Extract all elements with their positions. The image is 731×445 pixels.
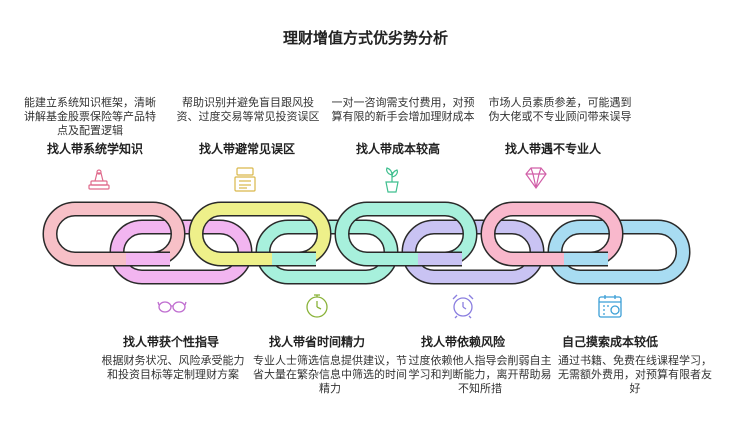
glasses-icon <box>157 301 187 313</box>
bottom-desc-2: 专业人士筛选信息提供建议，节省大量在繁杂信息中筛选的时间精力 <box>253 354 407 395</box>
diamond-icon <box>525 167 547 190</box>
bottom-heading-3: 找人带依赖风险 <box>420 335 505 349</box>
potted-plant-icon <box>385 167 399 193</box>
top-heading-1: 找人带系统学知识 <box>46 142 143 156</box>
bottom-desc-1: 根据财务状况、风险承受能力和投资目标等定制理财方案 <box>101 354 245 381</box>
calendar-money-icon <box>598 295 622 318</box>
book-stack-icon <box>88 169 110 190</box>
bottom-heading-2: 找人带省时间精力 <box>268 335 365 349</box>
top-desc-1: 能建立系统知识框架，清晰讲解基金股票保险等产品特点及配置逻辑 <box>24 96 156 137</box>
top-desc-3: 一对一咨询需支付费用，对预算有限的新手会增加理财成本 <box>331 96 475 123</box>
bottom-desc-4: 通过书籍、免费在线课程学习，无需额外费用，对预算有限者友好 <box>558 354 712 395</box>
top-heading-4: 找人带遇不专业人 <box>504 142 601 156</box>
top-heading-2: 找人带避常见误区 <box>198 142 295 156</box>
top-heading-3: 找人带成本较高 <box>355 142 440 156</box>
bottom-desc-3: 过度依赖他人指导会削弱自主学习和判断能力，离开帮助易不知所措 <box>408 354 552 395</box>
stopwatch-icon <box>306 294 328 318</box>
cash-register-icon <box>234 167 256 192</box>
top-desc-2: 帮助识别并避免盲目跟风投资、过度交易等常见投资误区 <box>176 96 320 123</box>
bottom-heading-1: 找人带获个性指导 <box>122 335 219 349</box>
page-title: 理财增值方式优劣势分析 <box>282 29 448 47</box>
bottom-heading-4: 自己摸索成本较低 <box>561 335 658 349</box>
alarm-clock-icon <box>452 294 474 319</box>
top-desc-4: 市场人员素质参差，可能遇到伪大佬或不专业顾问带来误导 <box>488 96 632 123</box>
